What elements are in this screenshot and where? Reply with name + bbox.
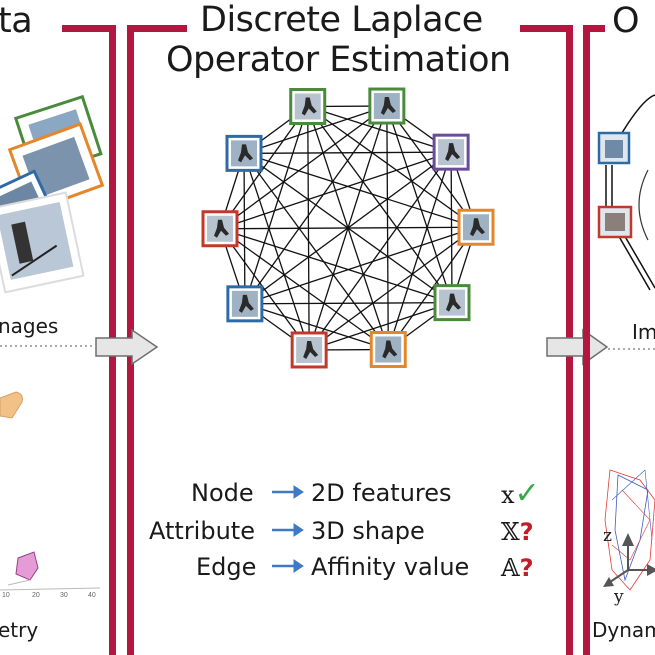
graph-node [290,331,328,369]
row-symbol-attribute: 𝕏? [501,518,534,546]
graph-edge [244,151,452,155]
graph-edge [243,152,453,304]
center-frame-top-right [520,25,573,32]
right-panel-title: O [612,1,640,41]
graph-edge [243,153,246,304]
row-term-edge: Edge [196,553,257,581]
graph-node [225,134,263,172]
axis-tick: 30 [60,592,68,599]
graph-edge [219,228,310,351]
right-frame-left [583,25,590,655]
row-symbol-node: x✓ [501,479,540,510]
symbol-bold-a: 𝔸 [501,554,520,582]
graph-node [368,87,406,125]
right-dynamics-label: Dynam [592,618,655,642]
center-title-line2: Operator Estimation [166,40,511,80]
graph-edge [243,152,389,350]
graph-edge [219,105,388,230]
arrow-left-to-center [95,328,159,366]
graph-edge [243,105,388,154]
center-title-line1: Discrete Laplace [200,0,483,40]
graph-node [432,133,470,171]
center-frame-top-left [127,25,187,32]
axis-tick: 20 [32,592,40,599]
axis-tick: 40 [88,592,96,599]
left-axis-ticks: 10 20 30 40 [0,592,110,602]
left-panel-title: ta [0,1,33,41]
symbol-bold-x: 𝕏 [501,518,520,546]
graph-edge [219,228,453,304]
graph-node [457,208,495,246]
right-frame-top [583,25,605,32]
right-images-label: Im [632,320,655,344]
row-term-attribute: Attribute [149,517,255,545]
graph-edge [244,303,389,351]
graph-node [201,210,239,248]
row-meaning-node: 2D features [311,479,452,507]
graph-edge [219,228,389,351]
left-images-label: nages [0,314,59,338]
left-frame-top [62,25,116,32]
right-3d-scatter [604,469,655,591]
check-icon: ✓ [514,476,540,511]
graph-node [289,87,327,125]
graph-node [369,331,407,369]
graph-edge [244,106,309,305]
graph-edge [243,153,310,351]
graph-edge [244,301,452,305]
graph-node [226,285,264,323]
graph-node [433,284,471,322]
question-icon: ? [519,518,534,546]
graph-edge [308,226,477,351]
row-term-node: Node [191,479,254,507]
row-symbol-edge: 𝔸? [501,554,534,582]
left-geometry-label: etry [0,618,39,642]
graph-edge [308,302,453,351]
axis-tick: 10 [2,592,10,599]
row-meaning-attribute: 3D shape [311,517,425,545]
graph-edge [307,105,477,228]
graph-edge [244,226,477,305]
symbol-x: x [501,481,515,509]
graph-edge [243,152,477,228]
graph-edge [387,151,452,350]
question-icon: ? [519,554,534,582]
row-meaning-edge: Affinity value [311,553,470,581]
graph-edge [219,151,452,230]
axis-y-label: y [614,587,624,607]
axis-z-label: z [603,526,612,546]
left-panel: ta [0,0,118,655]
graph-edge [386,105,453,303]
arrow-right-icon [272,485,304,573]
